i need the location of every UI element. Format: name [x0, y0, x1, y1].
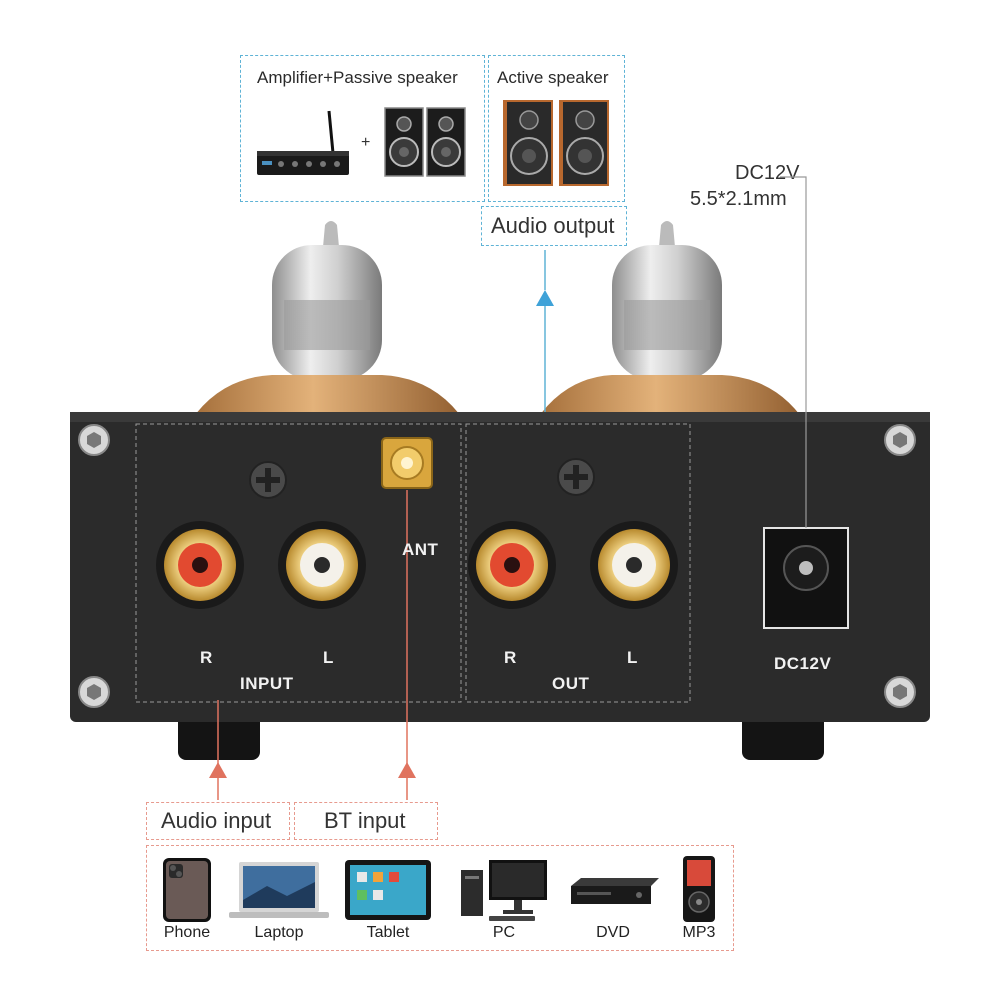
audio-output-arrow: [536, 290, 554, 306]
dc-label: DC12V: [774, 654, 832, 673]
out-r-label: R: [504, 648, 517, 667]
out-label: OUT: [552, 674, 590, 693]
device-label-pc: PC: [492, 924, 516, 941]
amp-passive-box: Amplifier+Passive speaker +: [240, 55, 485, 202]
tablet-icon: [345, 860, 431, 920]
left-vacuum-tube: [185, 221, 470, 430]
dc-spec-line2: 5.5*2.1mm: [690, 188, 787, 210]
input-r-jack: [156, 521, 244, 609]
plus-sign: +: [361, 134, 371, 151]
active-speaker-box: Active speaker: [488, 55, 625, 202]
bt-input-label: BT input: [324, 808, 406, 833]
dc-spec-line: [780, 176, 807, 528]
output-phillips-screw: [557, 458, 595, 496]
passive-speakers-icon: [384, 107, 466, 177]
source-devices-box: Phone Laptop Tablet PC DVD: [146, 845, 734, 951]
input-phillips-screw: [249, 461, 287, 499]
out-l-label: L: [627, 648, 638, 667]
device-label-laptop: Laptop: [254, 924, 304, 941]
audio-input-box: Audio input: [146, 802, 290, 840]
audio-output-label: Audio output: [491, 213, 615, 238]
active-speaker-label: Active speaker: [497, 68, 609, 87]
out-l-jack: [590, 521, 678, 609]
bt-input-arrow: [398, 762, 416, 778]
left-foot: [178, 712, 260, 760]
audio-output-box: Audio output: [481, 206, 627, 246]
mp3-icon: [683, 856, 715, 922]
phone-icon: [163, 858, 211, 922]
dc-power-jack: [763, 527, 849, 629]
input-l-jack: [278, 521, 366, 609]
out-r-jack: [468, 521, 556, 609]
audio-input-arrow: [209, 762, 227, 778]
right-vacuum-tube: [530, 221, 810, 430]
input-group-outline: [135, 423, 462, 703]
right-foot: [742, 712, 824, 760]
ant-label: ANT: [402, 540, 439, 559]
device-label-dvd: DVD: [596, 924, 630, 941]
bt-input-box: BT input: [294, 802, 438, 840]
active-speakers-icon: [503, 100, 609, 186]
amplifier-icon: [257, 110, 349, 175]
antenna-connector: [381, 437, 433, 489]
amp-passive-label: Amplifier+Passive speaker: [257, 68, 458, 87]
audio-input-label: Audio input: [161, 808, 272, 833]
input-l-label: L: [323, 648, 334, 667]
dvd-icon: [571, 878, 659, 904]
device-label-tablet: Tablet: [366, 924, 410, 941]
laptop-icon: [229, 862, 329, 918]
dc-spec-line1: DC12V: [735, 162, 800, 184]
device-label-phone: Phone: [163, 924, 211, 941]
input-label: INPUT: [240, 674, 294, 693]
output-group-outline: [465, 423, 691, 703]
device-label-mp3: MP3: [682, 924, 716, 941]
input-r-label: R: [200, 648, 213, 667]
pc-icon: [461, 860, 547, 921]
